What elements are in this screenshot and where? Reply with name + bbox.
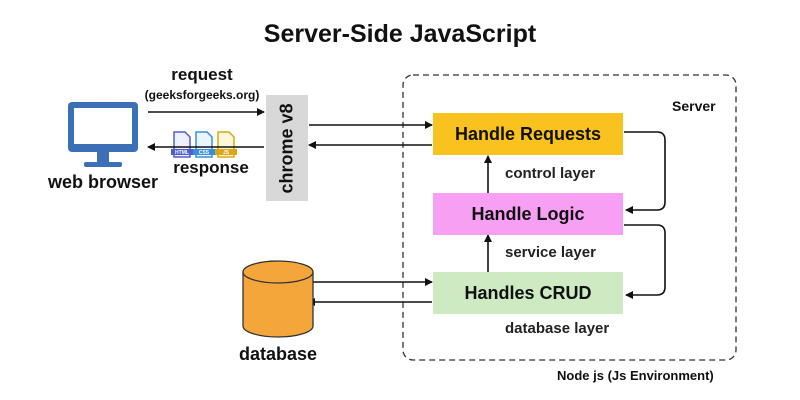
html-file-icon: HTML [171, 131, 193, 158]
control-layer-label: control layer [505, 165, 596, 182]
server-boundary [402, 74, 737, 361]
requests-to-logic-loop-arrow [624, 131, 666, 214]
request-host-label: (geeksforgeeks.org) [144, 88, 260, 102]
svg-text:JS: JS [223, 150, 230, 156]
service-layer-label: service layer [505, 244, 596, 261]
web-browser-label: web browser [47, 172, 159, 192]
database-label: database [238, 344, 318, 364]
database-layer-label: database layer [505, 320, 610, 337]
handles-crud-box: Handles CRUD [433, 272, 623, 314]
environment-label: Node js (Js Environment) [557, 368, 714, 383]
server-label: Server [672, 98, 716, 114]
logic-to-crud-loop-arrow [624, 224, 666, 299]
css-file-icon: CSS [193, 131, 215, 158]
request-label: request [171, 65, 233, 84]
handle-requests-box: Handle Requests [433, 113, 623, 155]
handle-logic-box: Handle Logic [433, 193, 623, 235]
diagram-title: Server-Side JavaScript [263, 20, 537, 48]
database-icon [242, 260, 314, 338]
svg-text:HTML: HTML [175, 150, 189, 156]
chrome-v8-label: chrome v8 [276, 102, 297, 194]
response-label: response [173, 158, 249, 177]
js-file-icon: JS [215, 131, 237, 158]
monitor-icon [68, 102, 138, 167]
svg-text:CSS: CSS [199, 150, 210, 156]
chrome-v8-box: chrome v8 [266, 95, 308, 201]
